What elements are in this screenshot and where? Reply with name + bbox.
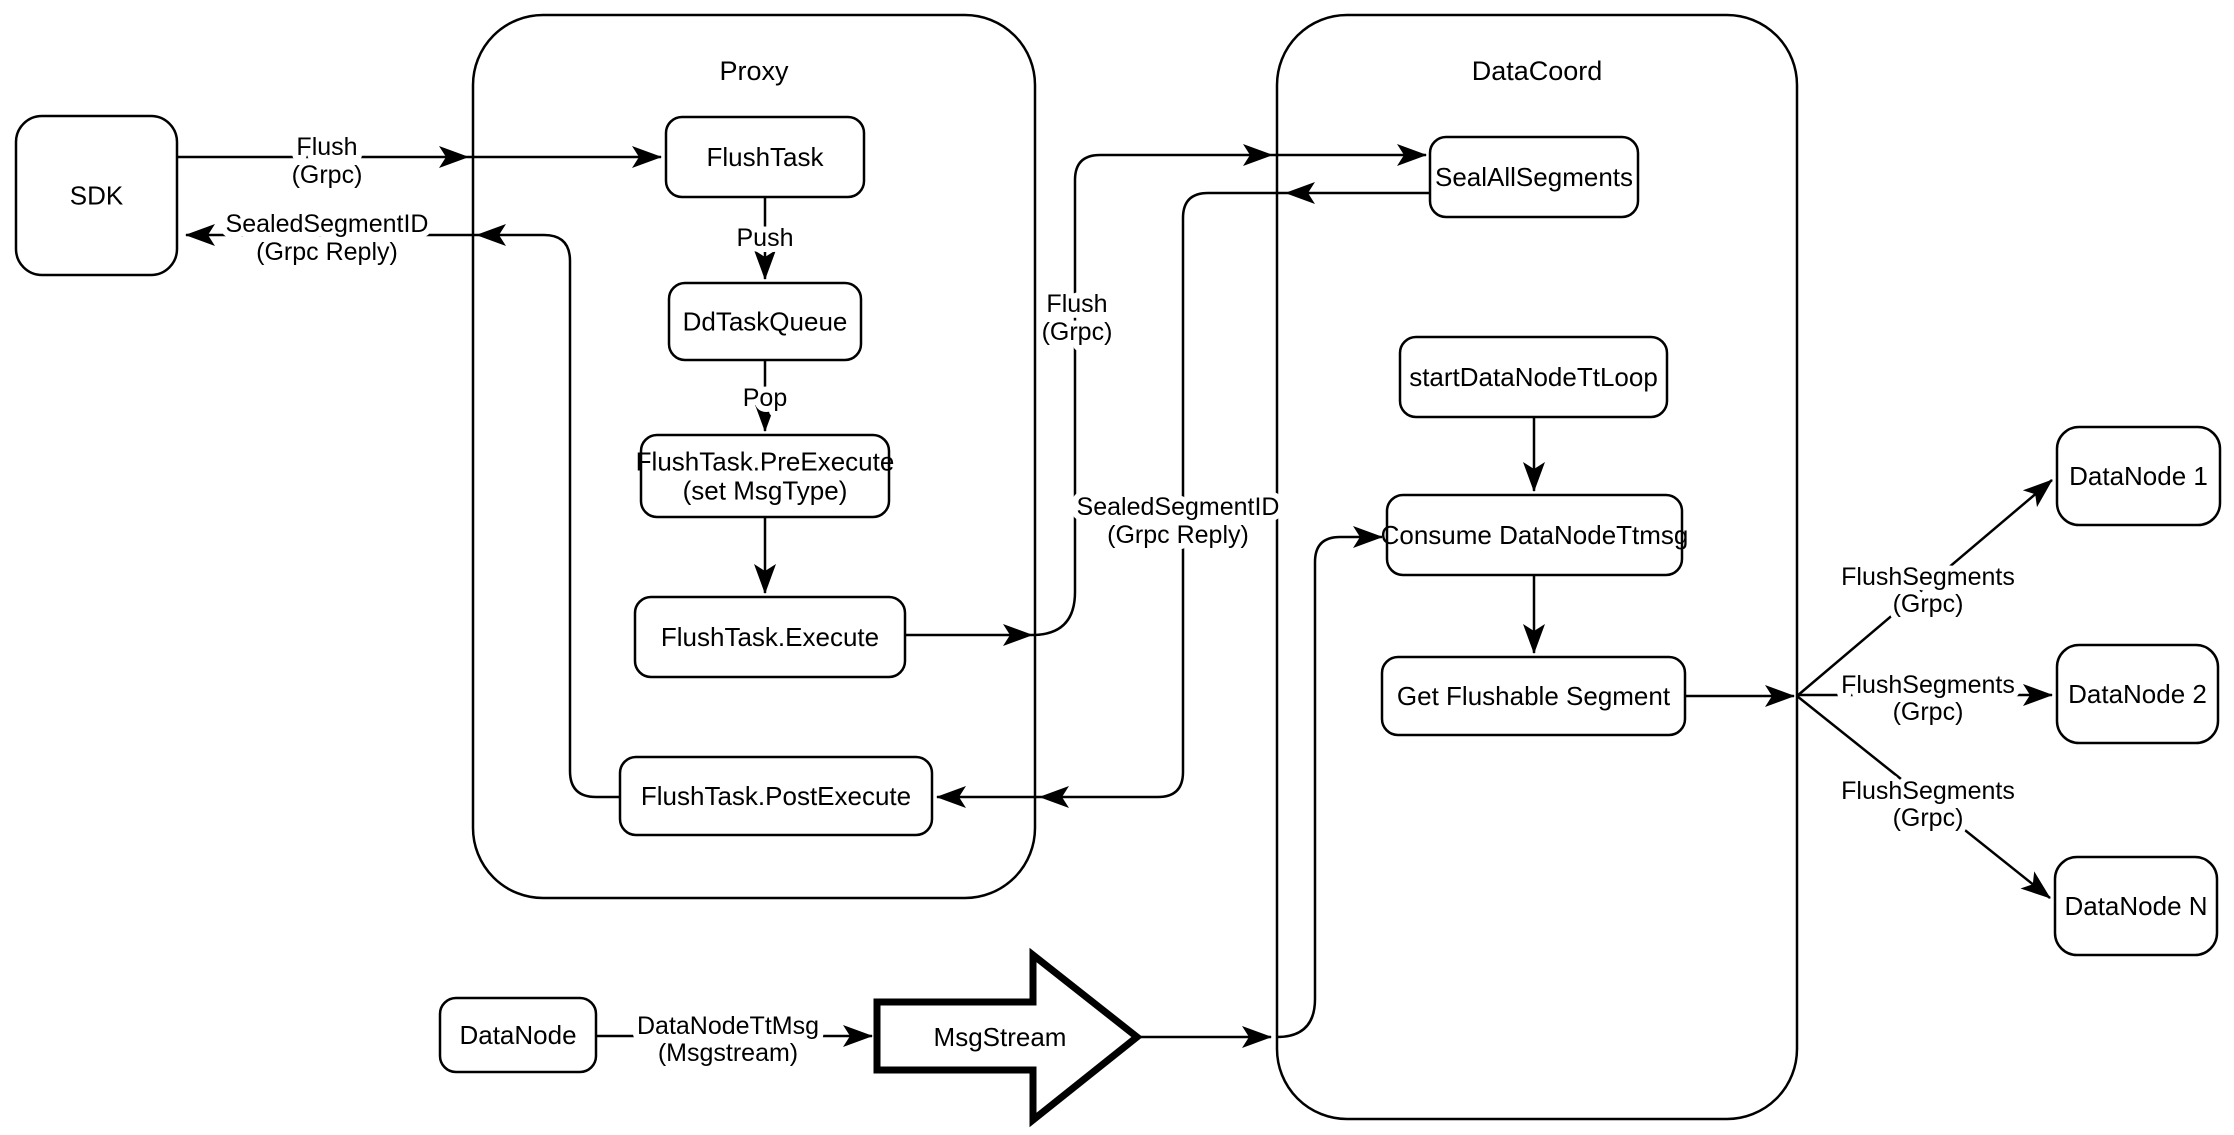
- node-datanode-1: [2055, 425, 2222, 527]
- node-ddtaskqueue: [667, 281, 863, 362]
- node-flushtask-label: FlushTask: [706, 142, 824, 172]
- node-get-flushable-segment-label: Get Flushable Segment: [1397, 681, 1671, 711]
- node-flushtask-execute: [633, 595, 907, 679]
- node-sdk-label: SDK: [70, 181, 124, 211]
- edge-proxy-edge-to-datacoord-edge-flush: [1031, 144, 1273, 637]
- container-datacoord: [1275, 13, 1799, 1121]
- node-datanode-1-label: DataNode 1: [2069, 461, 2208, 491]
- node-datanode-label: DataNode: [459, 1020, 576, 1050]
- node-startdatanodettloop: [1398, 335, 1669, 419]
- node-flushtask: [664, 115, 866, 199]
- node-flushtask-postexecute: [618, 755, 934, 837]
- container-proxy-title: Proxy: [719, 56, 789, 86]
- node-ddtaskqueue-label: DdTaskQueue: [683, 307, 848, 337]
- block-arrow-msgstream-label: MsgStream: [934, 1022, 1067, 1052]
- label-flush-grpc-mid: Flush(Grpc): [1042, 290, 1113, 346]
- edge-datacoord-edge-to-consume: [1276, 526, 1383, 1039]
- container-datacoord-title: DataCoord: [1472, 56, 1603, 86]
- label-flush-grpc-sdk: Flush(Grpc): [292, 133, 363, 189]
- node-get-flushable-segment: [1380, 655, 1687, 737]
- edge-postexecute-to-proxy-edge-reply: [476, 224, 620, 799]
- edge-labels-layer: Flush(Grpc) SealedSegmentID(Grpc Reply) Pu…: [220, 127, 2021, 1073]
- node-flushtask-execute-label: FlushTask.Execute: [661, 622, 879, 652]
- label-flushsegments-grpc-2: FlushSegments(Grpc): [1841, 671, 2015, 726]
- label-datanodettmsg-msgstream: DataNodeTtMsg(Msgstream): [637, 1012, 819, 1067]
- label-sealedsegmentid-grpc-reply-sdk: SealedSegmentID(Grpc Reply): [226, 210, 429, 266]
- node-datanode-2: [2055, 643, 2220, 745]
- label-sealedsegmentid-grpc-reply-mid: SealedSegmentID(Grpc Reply): [1077, 493, 1280, 549]
- nodes-layer: SDK FlushTaskDdTaskQueueFlushTask.PreExec…: [14, 114, 2222, 1128]
- node-datanode-n-label: DataNode N: [2064, 891, 2207, 921]
- label-pop: Pop: [743, 384, 787, 412]
- node-startdatanodettloop-label: startDataNodeTtLoop: [1409, 362, 1658, 392]
- edge-fanpoint-to-datanode1: [1796, 479, 2053, 697]
- node-sealallsegments: [1428, 135, 1640, 219]
- block-arrow-msgstream: [873, 947, 1143, 1128]
- node-datanode-n: [2053, 855, 2219, 957]
- containers-layer: Proxy DataCoord: [471, 13, 1799, 1121]
- node-flushtask-postexecute-label: FlushTask.PostExecute: [641, 781, 911, 811]
- edge-datacoord-edge-to-proxy-edge-reply: [1039, 191, 1286, 808]
- node-datanode-2-label: DataNode 2: [2068, 679, 2207, 709]
- label-push: Push: [737, 224, 794, 252]
- label-flushsegments-grpc-3: FlushSegments(Grpc): [1841, 777, 2015, 832]
- node-sealallsegments-label: SealAllSegments: [1435, 162, 1633, 192]
- node-flushtask-preexecute-label: FlushTask.PreExecute(set MsgType): [636, 447, 895, 506]
- node-flushtask-preexecute: [639, 433, 891, 519]
- label-flushsegments-grpc-1: FlushSegments(Grpc): [1841, 563, 2015, 618]
- node-sdk: [14, 114, 179, 277]
- node-consume-datanodettmsg-label: Consume DataNodeTtmsg: [1381, 520, 1689, 550]
- node-datanode: [438, 996, 598, 1074]
- edges-layer: [177, 144, 2053, 1048]
- container-proxy: [471, 13, 1037, 900]
- node-consume-datanodettmsg: [1385, 493, 1684, 577]
- edge-fanpoint-to-datanoden: [1796, 695, 2051, 899]
